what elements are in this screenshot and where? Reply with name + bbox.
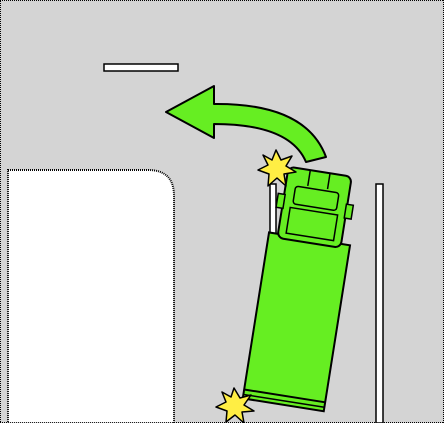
- truck-bed-line: [244, 388, 326, 404]
- building-block: [7, 169, 175, 423]
- lane-marking: [103, 63, 179, 72]
- turn-left-arrow-icon: [165, 85, 327, 163]
- curb-post-right: [375, 183, 384, 423]
- truck-windshield: [292, 185, 340, 212]
- collision-star-icon: [215, 387, 255, 423]
- truck-hood: [285, 206, 339, 242]
- collision-star-icon: [257, 149, 297, 187]
- truck-cab-detail-2: [326, 173, 331, 190]
- truck-icon: [241, 166, 355, 413]
- truck-mirror-right: [343, 203, 355, 220]
- truck-bed-line-2: [243, 393, 325, 408]
- truck-mirror-left: [275, 192, 287, 210]
- truck-cab-detail: [307, 170, 312, 187]
